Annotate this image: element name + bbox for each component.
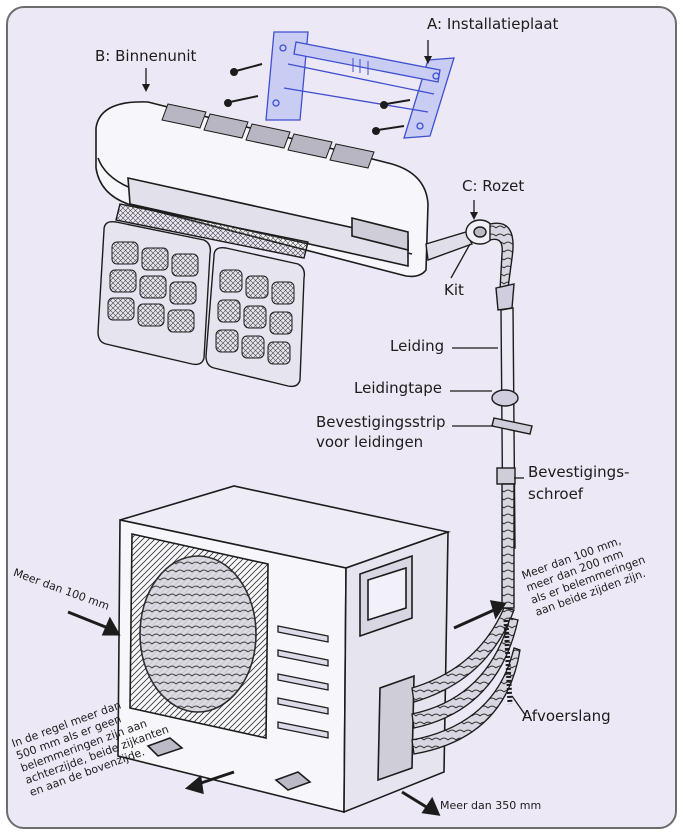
label-screw-line2: schroef (528, 485, 584, 503)
connecting-pipe (425, 219, 533, 609)
callout-lines (145, 40, 527, 717)
arrowheads (142, 56, 478, 220)
plate-screws (224, 63, 411, 135)
label-screw-line1: Bevestigings- (528, 463, 630, 481)
outdoor-unit (117, 485, 451, 814)
installation-plate (265, 31, 455, 139)
label-pipe-tape: Leidingtape (354, 379, 443, 397)
label-indoor-unit: B: Binnenunit (95, 47, 197, 65)
installation-illustration (67, 31, 533, 816)
clearance-arrows (67, 600, 507, 816)
label-clip-line2: voor leidingen (316, 433, 424, 451)
clearance-front: Meer dan 350 mm (440, 799, 542, 812)
label-pipe: Leiding (390, 337, 445, 355)
label-drain-hose: Afvoerslang (522, 707, 611, 725)
label-rosette: C: Rozet (462, 177, 525, 195)
indoor-unit (95, 101, 429, 278)
label-clip-line1: Bevestigingsstrip (316, 413, 446, 431)
label-installation-plate: A: Installatieplaat (427, 15, 559, 33)
diagram-frame: A: Installatieplaat B: Binnenunit C: Roz… (6, 6, 677, 829)
air-filters (97, 203, 309, 388)
label-sealant: Kit (444, 281, 464, 299)
